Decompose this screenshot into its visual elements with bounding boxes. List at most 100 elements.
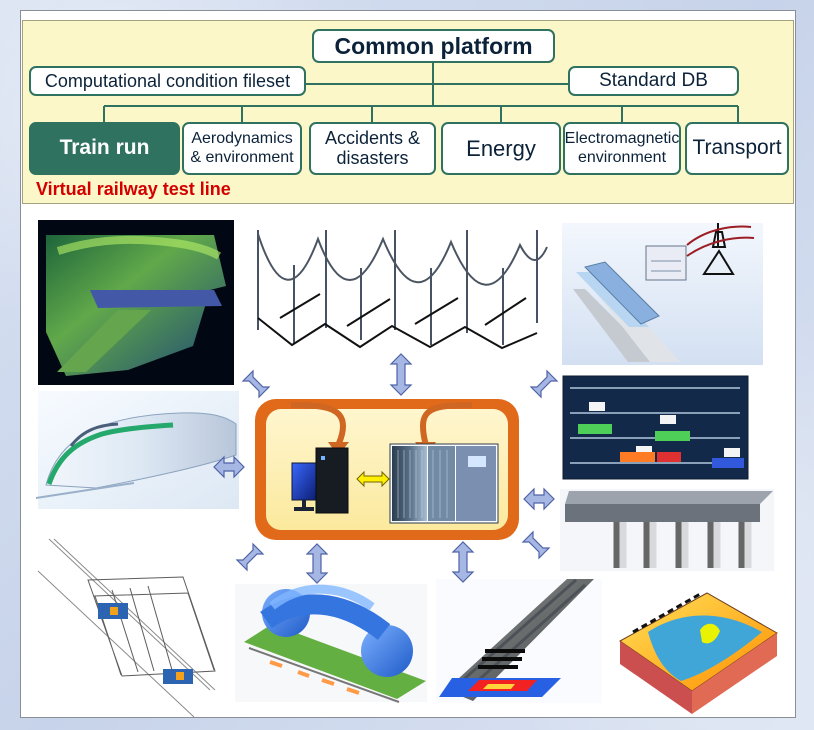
server-highlight (468, 456, 486, 467)
workstation-tower (315, 447, 349, 514)
standard-db: Standard DB (568, 66, 739, 96)
category-electro-line-1: Electromagnetic (564, 129, 680, 147)
track-sleepers (478, 649, 525, 669)
terrain-map-left-side (620, 641, 692, 714)
central-simulation-panel (255, 399, 519, 540)
arrow-right-middle (523, 487, 555, 511)
category-energy: Energy (441, 122, 561, 175)
signal-train-red (657, 452, 681, 462)
wheelset-rail-edge (248, 647, 400, 703)
arrow-top-center (389, 353, 413, 396)
server-rack-icon (389, 443, 499, 524)
server-rack-middle (428, 446, 455, 521)
catenary-masts (257, 230, 538, 345)
signal-train-orange (620, 452, 655, 462)
catenary-wires-bottom (257, 317, 538, 350)
arrow-top-left (241, 369, 271, 399)
common-platform-title: Common platform (312, 29, 555, 63)
arrow-left (213, 455, 245, 479)
workstation-led (321, 456, 325, 460)
category-electromagnetic-environment: Electromagnetic environment (563, 122, 681, 175)
arrow-bottom-left (235, 542, 265, 572)
wireframe-bogie-image (36, 534, 221, 718)
signal-display-image (562, 375, 749, 480)
arrow-right-bottom (521, 530, 551, 560)
terrain-map-right-side (692, 633, 777, 714)
signal-train-blue (712, 458, 744, 468)
wireframe-image-bg (36, 534, 221, 703)
category-aero-line-2: & environment (190, 148, 294, 166)
high-speed-train-image (35, 391, 239, 509)
track-stress-image (436, 578, 602, 703)
bridge-pier-faces (619, 522, 752, 568)
arrow-top-right (529, 369, 559, 399)
power-cables (686, 225, 755, 257)
category-train-run: Train run (29, 122, 180, 175)
bridge-piers (613, 522, 748, 568)
catenary-diagonals (279, 293, 527, 327)
bridge-deck-front (565, 504, 760, 522)
bridge-image (560, 489, 774, 571)
train-window (69, 422, 119, 447)
arrow-bottom-center-right (451, 541, 475, 583)
exchange-arrow (356, 470, 390, 488)
wireframe-car-body (87, 576, 216, 677)
power-line-image (562, 223, 763, 365)
category-accidents-line-1: Accidents & (324, 128, 421, 149)
aero-platform (90, 290, 222, 308)
wheelset-axle-highlight (269, 584, 375, 611)
category-transport-label: Transport (692, 136, 782, 160)
workstation-monitor (291, 462, 317, 501)
terrain-map-image (611, 585, 778, 714)
category-aerodynamics-environment: Aerodynamics & environment (182, 122, 302, 175)
terrain-map-route (632, 591, 703, 634)
track-stress-yellow (483, 684, 515, 689)
wireframe-bogie-detail-2 (176, 672, 184, 680)
signal-train-green-2 (655, 431, 690, 441)
overhead-train-body (584, 261, 660, 325)
train-stripe (46, 422, 174, 485)
category-accidents-disasters: Accidents & disasters (309, 122, 436, 175)
category-energy-label: Energy (466, 135, 536, 161)
catenary-structure-image (250, 220, 550, 352)
arrow-bottom-center-left (305, 543, 329, 584)
blue-arrows (213, 353, 559, 584)
signal-label-2 (660, 415, 676, 424)
category-accidents-line-2: disasters (336, 148, 409, 168)
wheelset-axle (260, 594, 391, 640)
workstation-monitor-stand (302, 500, 306, 507)
power-box-lines (651, 260, 681, 272)
category-aero-line-1: Aerodynamics (191, 129, 293, 147)
train-ground-line (35, 482, 135, 499)
aero-ramp (57, 310, 151, 372)
signal-label-1 (589, 402, 605, 411)
aero-surface-highlight (56, 235, 222, 260)
signal-display-rails (570, 387, 740, 464)
catenary-wires-top (257, 233, 548, 286)
aero-flow-image (38, 220, 234, 385)
terrain-map-island (700, 623, 720, 644)
track-rails (453, 578, 586, 696)
signal-label-4 (724, 448, 740, 457)
power-box (645, 245, 687, 281)
wheelset-image (235, 584, 427, 703)
server-rack-lines (397, 450, 448, 518)
workstation-icon (291, 447, 349, 514)
virtual-railway-test-line-label: Virtual railway test line (36, 179, 231, 199)
wireframe-rails (37, 538, 216, 718)
wheelset-track-markers (269, 660, 360, 695)
category-train-run-label: Train run (59, 136, 150, 160)
bridge-deck-top (565, 491, 773, 504)
signal-train-green-1 (578, 424, 612, 434)
terrain-map-water (648, 615, 762, 681)
category-electro-line-2: environment (577, 148, 667, 166)
workstation-monitor-base (294, 507, 314, 511)
signal-label-3 (636, 446, 652, 455)
category-transport: Transport (685, 122, 789, 175)
computational-condition-fileset: Computational condition fileset (29, 66, 306, 96)
wheelset-wheel-2 (361, 625, 413, 677)
wheelset-rail-deck (244, 624, 426, 699)
wireframe-bogie-detail-1 (110, 607, 118, 615)
